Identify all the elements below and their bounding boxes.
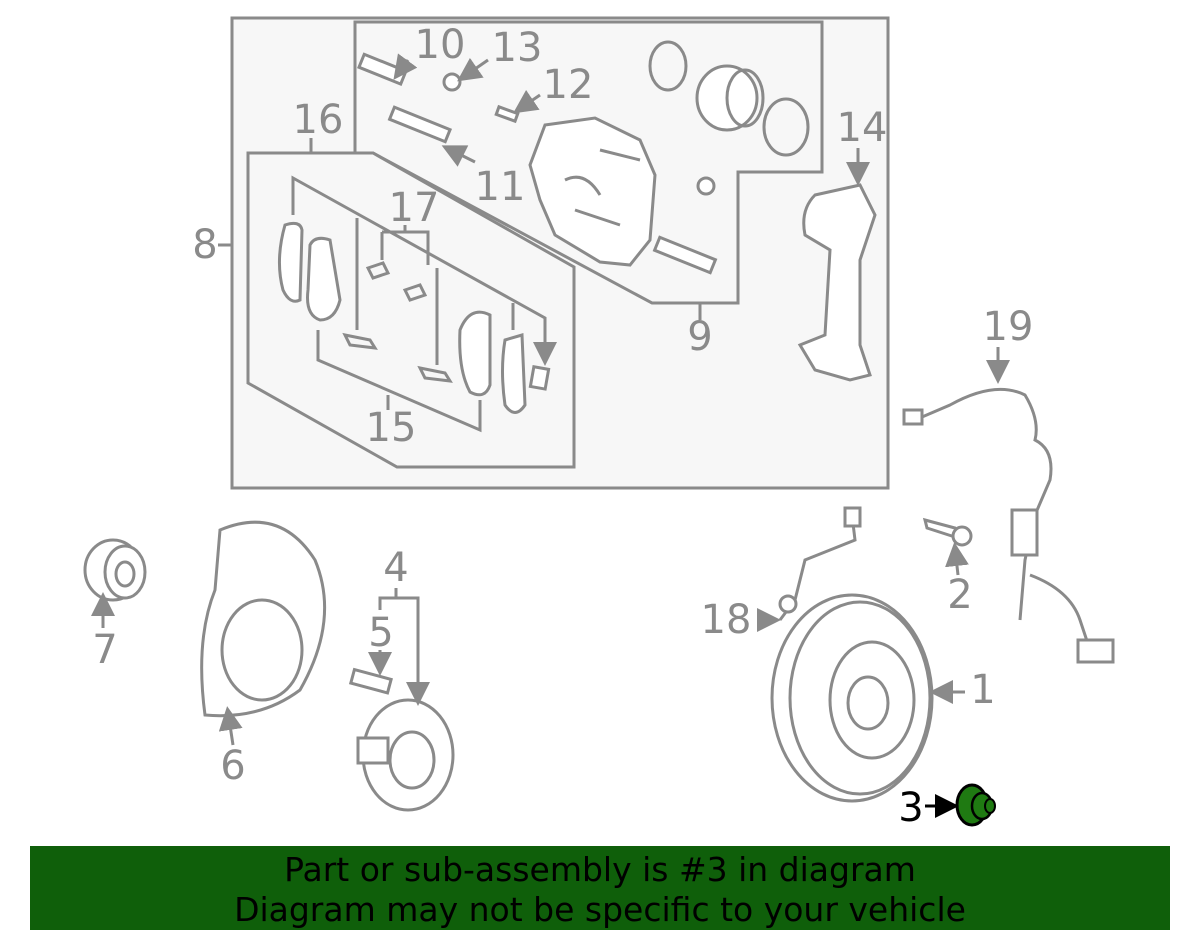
brake-pad-shim-outer bbox=[501, 333, 527, 414]
label-13: 13 bbox=[492, 25, 543, 71]
label-3: 3 bbox=[898, 785, 923, 831]
banner-line-2: Diagram may not be specific to your vehi… bbox=[234, 890, 966, 929]
brake-pad-outer bbox=[458, 310, 492, 397]
label-17: 17 bbox=[389, 185, 440, 231]
label-10: 10 bbox=[415, 22, 466, 68]
assembly-16-box bbox=[246, 151, 576, 469]
dust-shield bbox=[200, 520, 327, 718]
brake-pad-inner bbox=[306, 236, 342, 322]
label-1: 1 bbox=[970, 667, 995, 713]
label-4: 4 bbox=[383, 545, 408, 591]
caliper-bracket bbox=[797, 183, 877, 382]
brake-rotor bbox=[770, 593, 934, 803]
info-banner: Part or sub-assembly is #3 in diagram Di… bbox=[30, 846, 1170, 930]
label-14: 14 bbox=[837, 105, 888, 151]
label-15: 15 bbox=[366, 405, 417, 451]
label-19: 19 bbox=[983, 304, 1034, 350]
label-11: 11 bbox=[475, 164, 526, 210]
label-6: 6 bbox=[220, 743, 245, 789]
label-5: 5 bbox=[368, 610, 393, 656]
label-16: 16 bbox=[293, 97, 344, 143]
part-3-highlighted bbox=[955, 783, 996, 827]
label-2: 2 bbox=[947, 572, 972, 618]
label-9: 9 bbox=[687, 314, 712, 360]
label-7: 7 bbox=[92, 627, 117, 673]
banner-line-1: Part or sub-assembly is #3 in diagram bbox=[284, 850, 916, 889]
brake-pad-shim bbox=[277, 221, 304, 303]
label-12: 12 bbox=[543, 62, 594, 108]
label-18: 18 bbox=[701, 597, 752, 643]
label-8: 8 bbox=[192, 222, 217, 268]
